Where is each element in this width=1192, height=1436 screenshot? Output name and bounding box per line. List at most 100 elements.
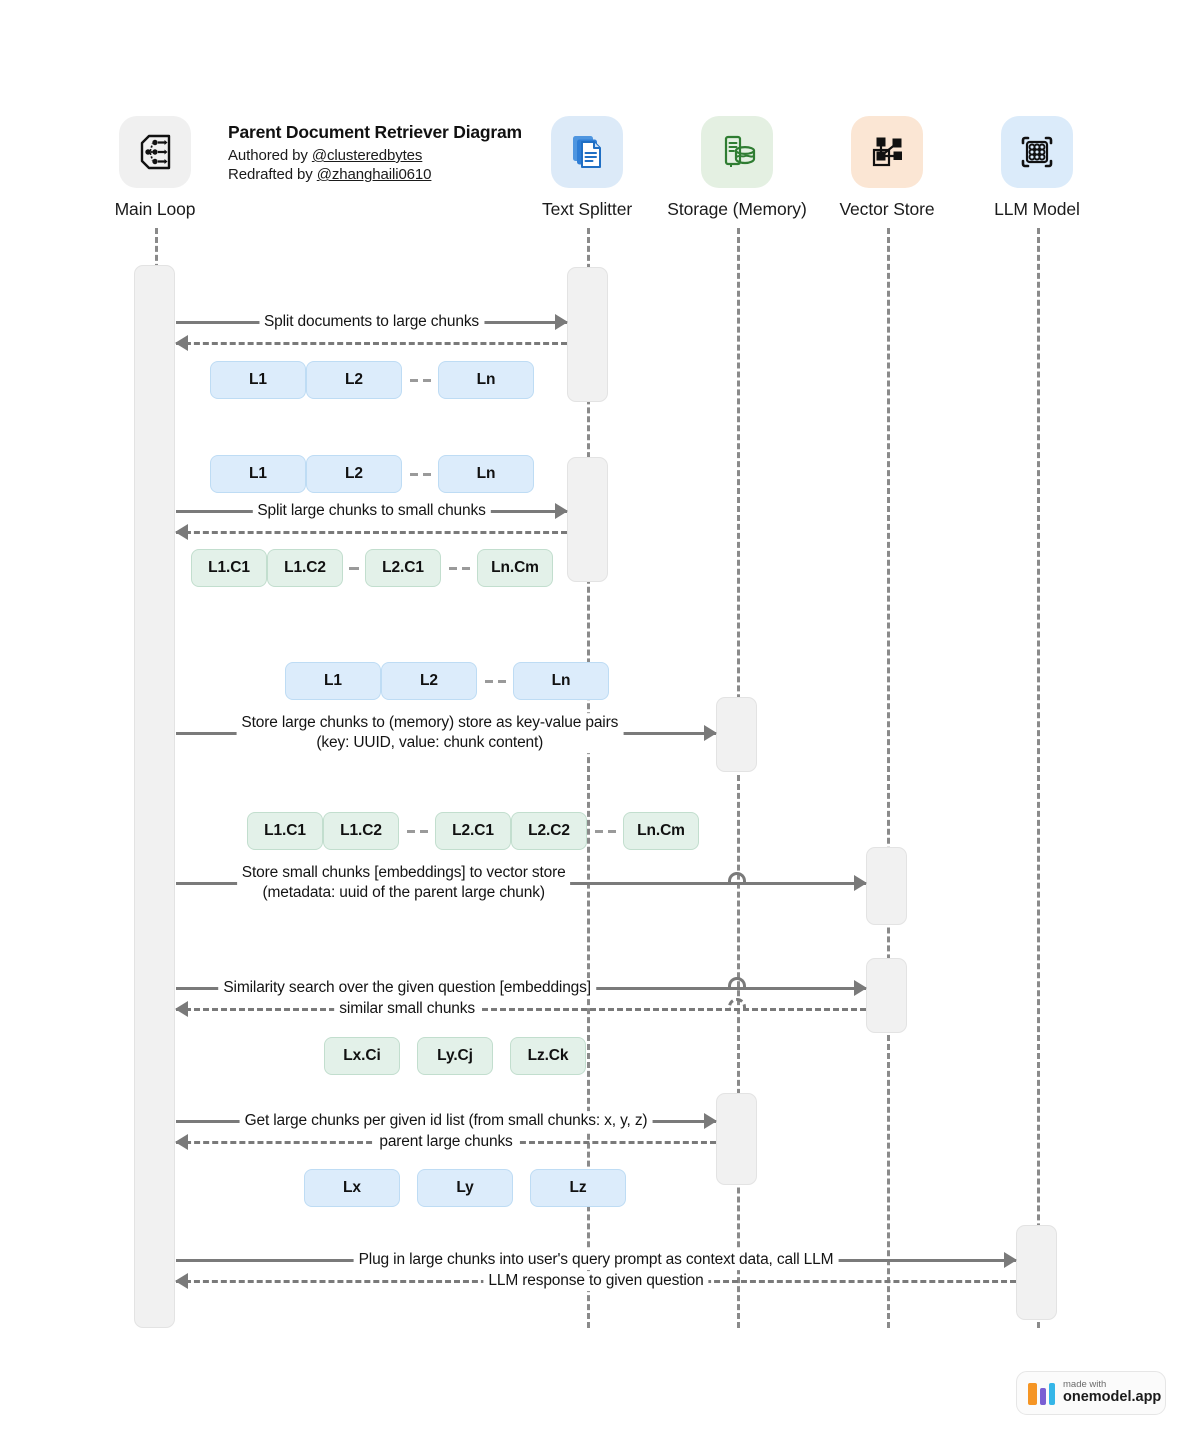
message-label: Plug in large chunks into user's query p… (353, 1250, 839, 1270)
arrowhead-left-icon (175, 1134, 188, 1150)
arrowhead-right-icon (854, 875, 867, 891)
chunk-box: L1.C2 (323, 812, 399, 850)
message-store-small-chunks[interactable]: Store small chunks [embeddings] to vecto… (176, 863, 867, 903)
chunk-box: L1 (285, 662, 381, 700)
grid-dots-icon (1001, 116, 1073, 188)
message-label: Store large chunks to (memory) store as … (236, 713, 624, 753)
chunk-box: Ln (513, 662, 609, 700)
chunk-box: Ln.Cm (623, 812, 699, 850)
participant-llm-model[interactable]: LLM Model (977, 116, 1097, 220)
flow-branch-icon (119, 116, 191, 188)
chunk-box: Ly.Cj (417, 1037, 493, 1075)
message-label: LLM response to given question (483, 1271, 709, 1291)
message-split-large-chunks[interactable]: Split large chunks to small chunks (176, 500, 568, 522)
participant-label-llm-model: LLM Model (994, 199, 1080, 219)
chunk-box: Ly (417, 1169, 513, 1207)
lifeline-jump-icon (728, 977, 746, 990)
message-similar-small-chunks[interactable]: similar small chunks (175, 998, 866, 1020)
activation-splitter-1 (567, 267, 608, 402)
message-get-large-chunks[interactable]: Get large chunks per given id list (from… (176, 1110, 717, 1132)
chunk-box: L1.C2 (267, 549, 343, 587)
lifeline-llm (1037, 228, 1040, 1328)
chunk-box: L2 (306, 455, 402, 493)
chunk-ellipsis (587, 829, 623, 833)
participant-label-main-loop: Main Loop (114, 199, 196, 219)
message-call-llm[interactable]: Plug in large chunks into user's query p… (176, 1249, 1017, 1271)
message-split-documents[interactable]: Split documents to large chunks (176, 311, 568, 333)
activation-llm-1 (1016, 1225, 1057, 1320)
chunk-box: L2.C1 (365, 549, 441, 587)
chunk-box: L2.C1 (435, 812, 511, 850)
participant-storage-memory[interactable]: Storage (Memory) (657, 116, 817, 220)
lifeline-vector-store (887, 228, 890, 1328)
message-label: Store small chunks [embeddings] to vecto… (236, 863, 571, 903)
participant-text-splitter[interactable]: Text Splitter (527, 116, 647, 220)
arrowhead-right-icon (854, 980, 867, 996)
onemodel-logo-icon (1028, 1381, 1055, 1405)
chunk-box: Lz (530, 1169, 626, 1207)
watermark-made-with: made with (1063, 1379, 1107, 1391)
message-label: similar small chunks (334, 999, 480, 1019)
authored-by-handle[interactable]: @clusteredbytes (311, 147, 423, 164)
arrowhead-right-icon (555, 503, 568, 519)
message-label: Split documents to large chunks (258, 312, 485, 332)
redrafted-by-line: Redrafted by @zhanghaili0610 (228, 166, 522, 183)
chunk-box: Lx (304, 1169, 400, 1207)
participant-main-loop[interactable]: Main Loop (95, 116, 215, 220)
message-line (176, 342, 567, 345)
chunk-box: L2 (381, 662, 477, 700)
chunk-box: L2.C2 (511, 812, 587, 850)
message-similarity-search[interactable]: Similarity search over the given questio… (176, 977, 867, 999)
message-llm-response[interactable]: LLM response to given question (175, 1270, 1016, 1292)
chunk-row-parent-large: Lx Ly Lz (304, 1169, 626, 1207)
arrowhead-right-icon (1004, 1252, 1017, 1268)
chunk-row-similar-small: Lx.Ci Ly.Cj Lz.Ck (324, 1037, 586, 1075)
message-label-line2: (key: UUID, value: chunk content) (316, 734, 544, 751)
diagram-title-block: Parent Document Retriever Diagram Author… (228, 122, 522, 185)
redrafted-by-handle[interactable]: @zhanghaili0610 (316, 166, 432, 183)
activation-vector-store-2 (866, 958, 907, 1033)
chunk-box: L1 (210, 361, 306, 399)
chunk-row-small-1: L1.C1 L1.C2 L2.C1 Ln.Cm (191, 549, 553, 587)
chunk-box: L2 (306, 361, 402, 399)
message-label: Similarity search over the given questio… (218, 978, 596, 998)
lifeline-jump-icon (728, 872, 746, 885)
participant-label-vector-store: Vector Store (839, 199, 935, 219)
message-parent-large-chunks[interactable]: parent large chunks (175, 1131, 716, 1153)
participant-label-storage-memory: Storage (Memory) (667, 199, 807, 219)
watermark-onemodel[interactable]: made with onemodel.app (1016, 1371, 1166, 1415)
watermark-brand: onemodel.app (1063, 1389, 1162, 1406)
authored-by-prefix: Authored by (228, 147, 312, 164)
chunk-ellipsis (477, 679, 513, 683)
message-line (176, 1008, 866, 1011)
chunk-row-small-2: L1.C1 L1.C2 L2.C1 L2.C2 Ln.Cm (247, 812, 699, 850)
chunk-ellipsis (441, 566, 477, 570)
arrowhead-right-icon (704, 725, 717, 741)
activation-vector-store-1 (866, 847, 907, 925)
activation-splitter-2 (567, 457, 608, 582)
activation-main-loop (134, 265, 175, 1328)
message-line (176, 531, 567, 534)
participant-vector-store[interactable]: Vector Store (827, 116, 947, 220)
arrowhead-left-icon (175, 1273, 188, 1289)
documents-icon (551, 116, 623, 188)
message-split-large-chunks-return[interactable] (175, 521, 567, 543)
diagram-title: Parent Document Retriever Diagram (228, 122, 522, 142)
arrowhead-left-icon (175, 335, 188, 351)
chunk-box: Lx.Ci (324, 1037, 400, 1075)
message-label-line2: (metadata: uuid of the parent large chun… (262, 884, 546, 901)
chunk-row-large-3: L1 L2 Ln (285, 662, 609, 700)
lifeline-jump-icon (728, 998, 746, 1011)
chunk-ellipsis (402, 472, 438, 476)
message-split-documents-return[interactable] (175, 332, 567, 354)
redrafted-by-prefix: Redrafted by (228, 166, 317, 183)
chunk-box: L1 (210, 455, 306, 493)
chunk-ellipsis (402, 378, 438, 382)
arrowhead-left-icon (175, 524, 188, 540)
arrowhead-right-icon (555, 314, 568, 330)
message-store-large-chunks[interactable]: Store large chunks to (memory) store as … (176, 713, 717, 753)
chunk-box: Lz.Ck (510, 1037, 586, 1075)
chunk-row-large-1: L1 L2 Ln (210, 361, 534, 399)
activation-storage-2 (716, 1093, 757, 1185)
